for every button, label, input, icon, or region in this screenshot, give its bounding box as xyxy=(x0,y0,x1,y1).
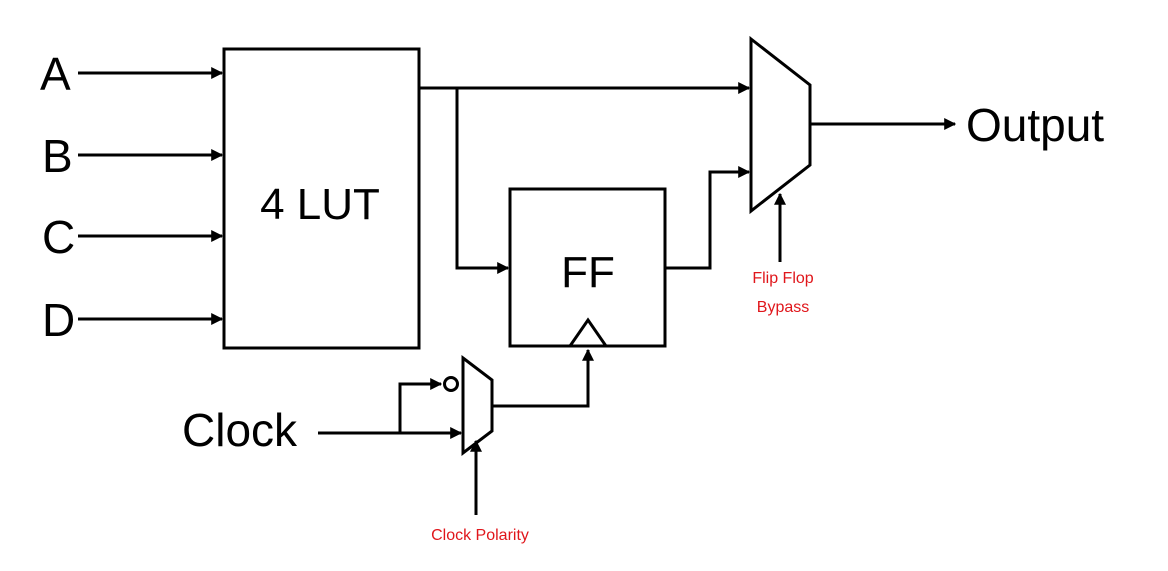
lut-to-ff-wire xyxy=(455,88,510,274)
input-label-c: C xyxy=(42,211,75,263)
input-label-a: A xyxy=(40,48,71,100)
lut-label: 4 LUT xyxy=(260,180,380,229)
bypass-annotation-line2: Bypass xyxy=(757,299,809,316)
clock-invert-branch xyxy=(398,378,443,433)
lut-block xyxy=(222,47,421,350)
output-mux xyxy=(749,35,812,215)
bypass-annotation-line1: Flip Flop xyxy=(752,270,813,287)
input-label-d: D xyxy=(42,294,75,346)
ff-label: FF xyxy=(561,248,615,297)
clock-mux-to-ff-wire xyxy=(492,348,594,408)
clock-label: Clock xyxy=(182,404,298,456)
clock-polarity-annotation: Clock Polarity xyxy=(431,527,529,544)
output-label: Output xyxy=(966,99,1104,151)
clock-polarity-mux xyxy=(461,354,494,457)
ff-clock-triangle xyxy=(567,317,609,348)
invert-bubble-icon xyxy=(443,376,459,392)
ff-to-mux-wire xyxy=(665,166,751,270)
input-label-b: B xyxy=(42,130,73,182)
